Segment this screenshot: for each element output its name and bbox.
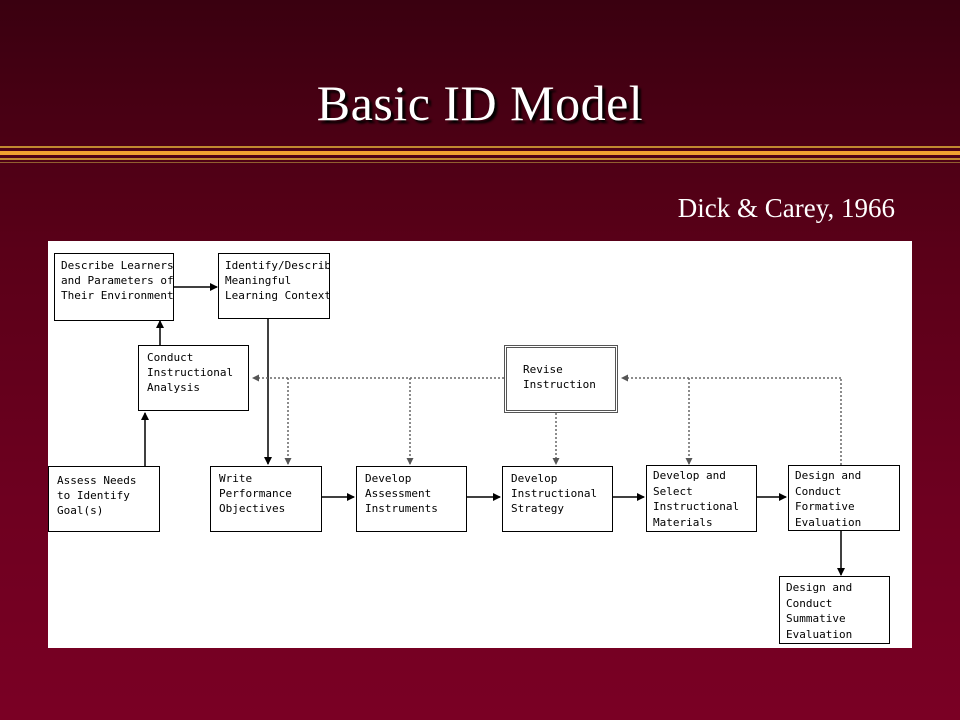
summative-evaluation-box: Design and Conduct Summative Evaluation — [779, 576, 890, 644]
title-divider-line — [0, 162, 960, 163]
identify-context-box: Identify/Describe Meaningful Learning Co… — [218, 253, 330, 319]
develop-assessment-box: Develop Assessment Instruments — [356, 466, 467, 532]
title-divider-line — [0, 158, 960, 160]
conduct-analysis-box: Conduct Instructional Analysis — [138, 345, 249, 411]
revise-instruction-box: Revise Instruction — [504, 345, 618, 413]
title-divider-line — [0, 146, 960, 148]
citation: Dick & Carey, 1966 — [677, 193, 895, 223]
slide-title: Basic ID Model — [316, 75, 644, 131]
title-divider-line — [0, 151, 960, 155]
formative-evaluation-box: Design and Conduct Formative Evaluation — [788, 465, 900, 531]
assess-needs-box: Assess Needs to Identify Goal(s) — [48, 466, 160, 532]
write-objectives-box: Write Performance Objectives — [210, 466, 322, 532]
develop-materials-box: Develop and Select Instructional Materia… — [646, 465, 757, 532]
develop-strategy-box: Develop Instructional Strategy — [502, 466, 613, 532]
id-model-diagram: Describe Learners and Parameters of Thei… — [48, 241, 912, 648]
diagram-connectors — [141, 283, 845, 576]
describe-learners-box: Describe Learners and Parameters of Thei… — [54, 253, 174, 321]
